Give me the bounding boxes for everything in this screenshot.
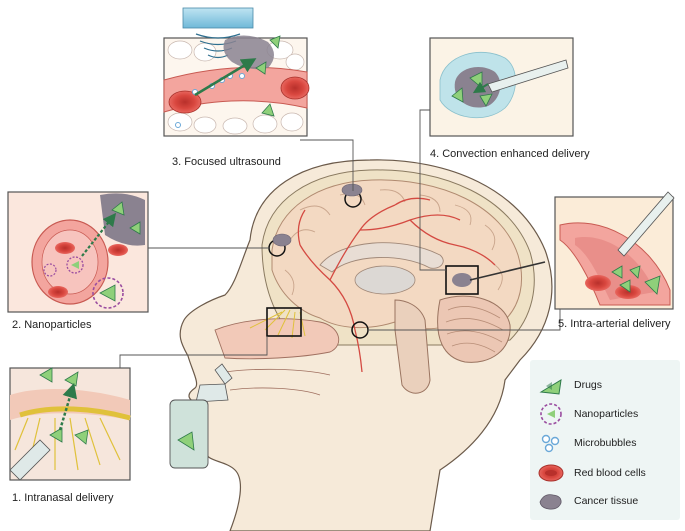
caption-nanoparticles: 2. Nanoparticles [12, 319, 92, 331]
caption-intra-arterial: 5. Intra-arterial delivery [558, 318, 671, 330]
legend-item-drugs: Drugs [538, 374, 602, 396]
panel-focused-ultrasound [163, 7, 310, 137]
caption-convection-enhanced: 4. Convection enhanced delivery [430, 148, 590, 160]
legend-label-nanoparticles: Nanoparticles [574, 408, 639, 420]
caption-focused-ultrasound: 3. Focused ultrasound [172, 156, 281, 168]
nanoparticle-icon [540, 403, 562, 425]
red-blood-cell-icon [538, 464, 564, 482]
legend-label-cancer-tissue: Cancer tissue [574, 495, 639, 507]
panel-intranasal [9, 367, 131, 481]
legend-item-cancer-tissue: Cancer tissue [538, 490, 638, 512]
legend-label-drugs: Drugs [574, 379, 603, 391]
legend-item-microbubbles: Microbubbles [538, 432, 636, 454]
target-box-intranasal [266, 307, 302, 337]
legend-label-microbubbles: Microbubbles [574, 437, 637, 449]
microbubble-icon [541, 434, 560, 453]
drug-triangle-icon [539, 379, 562, 395]
legend-label-red-blood-cells: Red blood cells [574, 467, 646, 479]
panel-convection-enhanced [429, 37, 574, 137]
cerebral-arteries [297, 197, 496, 373]
caption-intranasal: 1. Intranasal delivery [12, 492, 114, 504]
target-box-convection [445, 265, 479, 295]
head-cross-section [169, 159, 553, 531]
olfactory-nerves [249, 309, 306, 339]
cancer-tissue-icon [539, 494, 562, 510]
legend-item-nanoparticles: Nanoparticles [538, 402, 638, 426]
panel-nanoparticles [7, 191, 149, 313]
legend: Drugs Nanoparticles Microbubbles Red blo… [530, 360, 680, 520]
legend-item-red-blood-cells: Red blood cells [538, 462, 646, 484]
cerebellum-folds [445, 306, 504, 353]
nasal-spray-bottle [169, 363, 233, 469]
panel-intra-arterial [554, 191, 675, 310]
